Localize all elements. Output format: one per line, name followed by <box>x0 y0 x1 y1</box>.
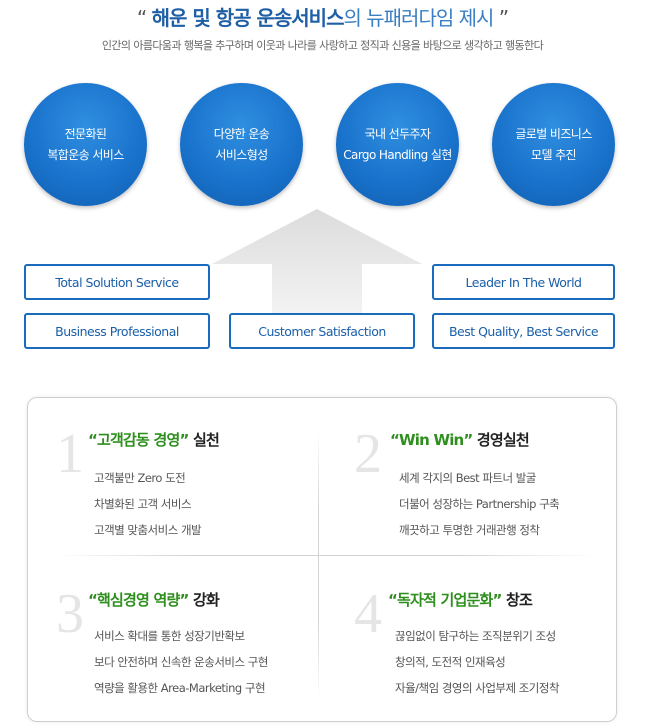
quadrant-list: 서비스 확대를 통한 성장기반확보 보다 안전하며 신속한 운송서비스 구현 역… <box>94 623 268 701</box>
list-item: 창의적, 도전적 인재육성 <box>395 655 506 669</box>
list-item: 차별화된 고객 서비스 <box>94 497 192 511</box>
quadrant-list: 고객불만 Zero 도전 차별화된 고객 서비스 고객별 맞춤서비스 개발 <box>94 465 202 543</box>
management-panel <box>27 397 617 722</box>
list-item: 더불어 성장하는 Partnership 구축 <box>399 497 560 511</box>
list-item: 고객불만 Zero 도전 <box>94 471 186 485</box>
quadrant-title: “독자적 기업문화” 창조 <box>388 589 533 610</box>
quadrant-title: “Win Win” 경영실천 <box>390 429 530 450</box>
list-item: 서비스 확대를 통한 성장기반확보 <box>94 629 245 643</box>
quadrant-title-highlight: “Win Win” <box>390 431 473 449</box>
quadrant-title-rest: 실천 <box>188 431 220 449</box>
quadrant-number: 2 <box>354 423 382 485</box>
page-subtitle: 인간의 아름다움과 행복을 추구하며 이웃과 나라를 사랑하고 정직과 신용을 … <box>101 39 544 52</box>
list-item: 보다 안전하며 신속한 운송서비스 구현 <box>94 655 268 669</box>
quadrant-title-rest: 강화 <box>188 591 220 609</box>
quadrant-title-highlight: “독자적 기업문화” <box>388 591 502 609</box>
circle-line: 전문화된 <box>64 126 107 141</box>
quadrant-list: 끊임없이 탐구하는 조직분위기 조성 창의적, 도전적 인재육성 자율/책임 경… <box>395 623 560 701</box>
circle-line: 글로벌 비즈니스 <box>515 126 592 141</box>
pill-leader: Leader In The World <box>432 264 615 300</box>
quadrant-number: 4 <box>354 583 382 645</box>
list-item: 자율/책임 경영의 사업부제 조기정착 <box>395 681 560 695</box>
quadrant-number: 3 <box>56 583 84 645</box>
pill-customer-satisfaction: Customer Satisfaction <box>229 313 415 349</box>
quadrant-title-rest: 창조 <box>501 591 533 609</box>
list-item: 끊임없이 탐구하는 조직분위기 조성 <box>395 629 556 643</box>
quadrant-list: 세계 각지의 Best 파트너 발굴 더불어 성장하는 Partnership … <box>399 465 560 543</box>
pill-business-professional: Business Professional <box>24 313 210 349</box>
divider-horizontal <box>55 555 595 556</box>
quadrant-title: “핵심경영 역량” 강화 <box>88 589 220 610</box>
quadrant-title: “고객감동 경영” 실천 <box>88 429 220 450</box>
list-item: 세계 각지의 Best 파트너 발굴 <box>399 471 536 485</box>
divider-vertical <box>318 430 319 700</box>
pill-total-solution: Total Solution Service <box>24 264 210 300</box>
title-main: 해운 및 항공 운송서비스 <box>151 6 345 30</box>
quadrant-title-rest: 경영실천 <box>472 431 530 449</box>
circle-line: 복합운송 서비스 <box>47 147 124 162</box>
open-quote: “ <box>136 6 147 30</box>
circle-global-business: 글로벌 비즈니스 모델 추진 <box>492 83 615 206</box>
page-title: “ 해운 및 항공 운송서비스의 뉴패러다임 제시 ” <box>0 2 645 31</box>
list-item: 고객별 맞춤서비스 개발 <box>94 523 202 537</box>
circle-line: 모델 추진 <box>531 147 577 162</box>
circle-line: 다양한 운송 <box>213 126 270 141</box>
title-rest: 의 뉴패러다임 제시 <box>343 6 494 30</box>
list-item: 역량을 활용한 Area-Marketing 구현 <box>94 681 266 695</box>
quadrant-title-highlight: “핵심경영 역량” <box>88 591 189 609</box>
pill-best-quality: Best Quality, Best Service <box>432 313 615 349</box>
quadrant-title-highlight: “고객감동 경영” <box>88 431 189 449</box>
circle-line: Cargo Handling 실현 <box>343 147 452 162</box>
up-arrow-icon <box>212 209 422 334</box>
quadrant-number: 1 <box>56 423 84 485</box>
circle-line: 국내 선두주자 <box>364 126 431 141</box>
list-item: 깨끗하고 투명한 거래관행 정착 <box>399 523 540 537</box>
circle-line: 서비스형성 <box>215 147 268 162</box>
circle-diverse-service: 다양한 운송 서비스형성 <box>180 83 303 206</box>
circle-cargo-handling: 국내 선두주자 Cargo Handling 실현 <box>336 83 459 206</box>
close-quote: ” <box>498 6 509 30</box>
circle-specialized-service: 전문화된 복합운송 서비스 <box>24 83 147 206</box>
